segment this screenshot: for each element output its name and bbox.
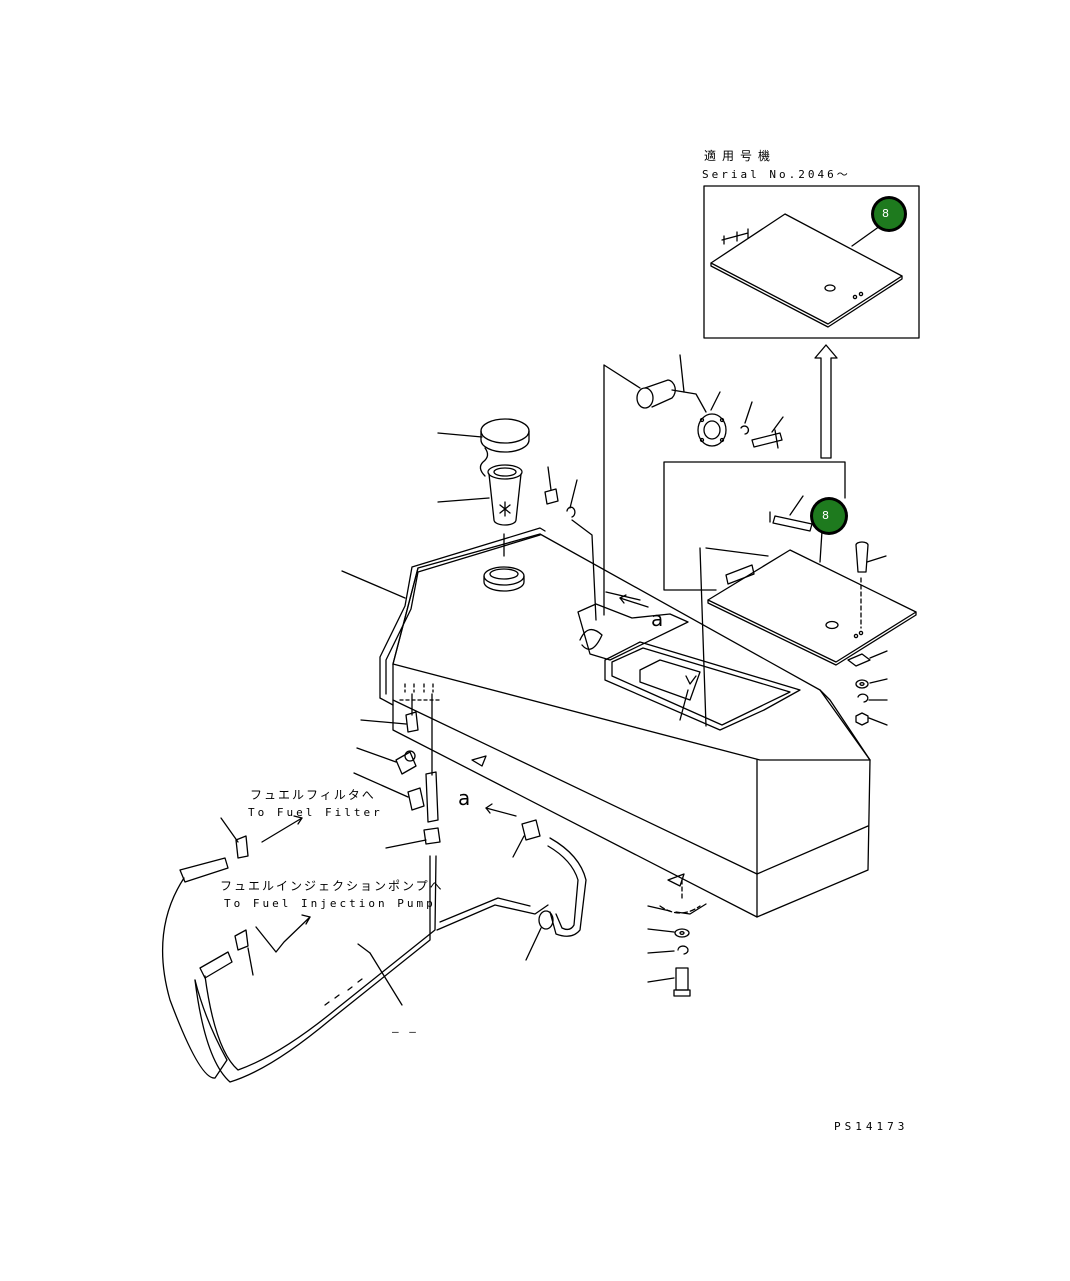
fuel-tank [379,533,871,918]
filler-cap-assembly [437,418,530,592]
drawing-number: PS14173 [834,1120,909,1133]
cover-badge [810,497,848,535]
access-cover [663,461,917,726]
view-a-label-upper: a [651,607,664,631]
to-fuel-filter-jp: フュエルフィルタへ [250,788,376,802]
applicable-serial-label-jp: 適用号機 [704,149,777,163]
cover-badge-number: 8 [822,509,829,522]
view-a-label-lower: a [458,786,471,810]
fuel-gauge-unit [603,354,784,616]
inset-badge [871,196,907,232]
inset-reference-arrow [814,344,838,459]
breather-pipe [341,527,546,699]
tank-mount-hardware [647,879,707,997]
to-injection-pump-jp: フュエルインジェクションポンプへ [220,879,444,893]
outlet-fittings [353,711,441,849]
to-fuel-filter-en: To Fuel Filter [248,806,383,819]
inset-box [703,185,920,339]
fuel-hoses [162,817,587,1083]
small-clip-parts [544,466,597,621]
inset-badge-number: 8 [882,207,889,220]
to-injection-pump-en: To Fuel Injection Pump [224,897,436,910]
serial-number-label: Serial No.2046～ [702,168,851,181]
callout-arrows [255,594,649,953]
dash-mark: — — [392,1025,418,1038]
